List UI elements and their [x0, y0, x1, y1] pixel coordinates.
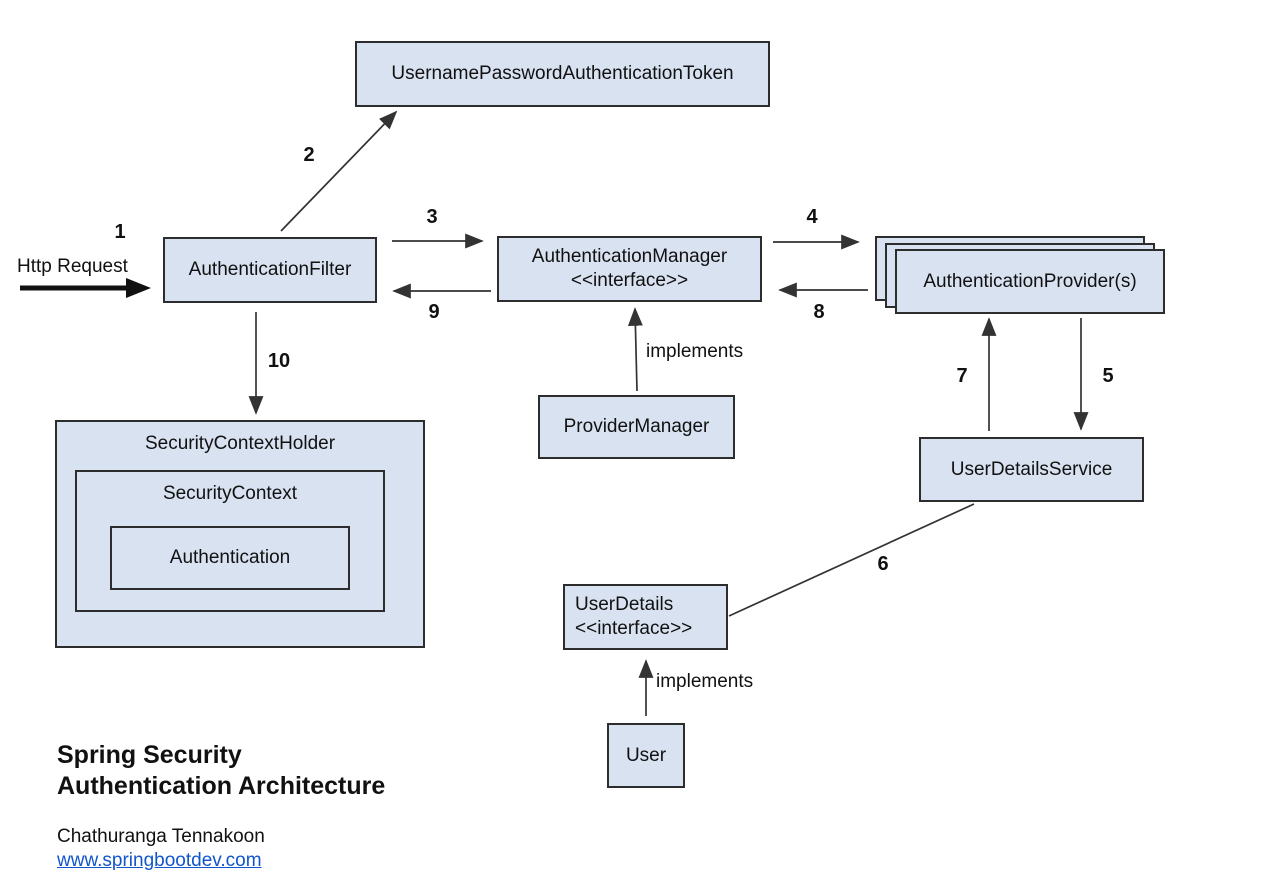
label-step-1: 1 [114, 221, 126, 243]
node-user: User [607, 723, 685, 788]
arrow-step-2 [280, 110, 398, 232]
node-label-line1: AuthenticationManager [531, 246, 728, 268]
node-label: UserDetailsService [950, 458, 1113, 480]
node-authentication-provider-front: AuthenticationProvider(s) [895, 249, 1165, 314]
node-label-line2: <<interface>> [575, 618, 693, 639]
website-link[interactable]: www.springbootdev.com [57, 850, 262, 871]
diagram-title-line1: Spring Security [57, 741, 242, 769]
node-label-line1: UserDetails [575, 594, 674, 616]
label-http-request: Http Request [17, 256, 128, 277]
node-label: User [625, 744, 667, 766]
label-step-6: 6 [877, 553, 889, 575]
label-step-8: 8 [813, 301, 825, 323]
label-step-4: 4 [806, 206, 818, 228]
label-step-3: 3 [426, 206, 438, 228]
diagram-title-line2: Authentication Architecture [57, 772, 386, 800]
node-label: SecurityContextHolder [144, 433, 336, 454]
node-provider-manager: ProviderManager [538, 395, 735, 459]
arrow-implements-provider-manager [627, 307, 643, 392]
node-user-details: UserDetails <<interface>> [563, 584, 728, 650]
label-implements-user: implements [656, 671, 754, 692]
node-label: SecurityContext [162, 483, 298, 504]
label-step-10: 10 [267, 350, 291, 372]
node-label: UsernamePasswordAuthenticationToken [391, 63, 734, 85]
label-step-5: 5 [1102, 365, 1114, 387]
node-authentication-manager: AuthenticationManager <<interface>> [497, 236, 762, 302]
node-label: Authentication [169, 547, 291, 569]
node-username-password-authentication-token: UsernamePasswordAuthenticationToken [355, 41, 770, 107]
label-implements-provider-manager: implements [646, 341, 744, 362]
node-label: AuthenticationProvider(s) [923, 270, 1137, 292]
label-step-7: 7 [956, 365, 968, 387]
node-user-details-service: UserDetailsService [919, 437, 1144, 502]
node-authentication: Authentication [110, 526, 350, 590]
node-label: AuthenticationFilter [188, 259, 352, 281]
author-name: Chathuranga Tennakoon [57, 826, 265, 847]
line-step-6 [728, 503, 975, 617]
label-step-2: 2 [303, 144, 315, 166]
diagram-title: Spring Security Authentication Architect… [57, 740, 385, 802]
node-label: ProviderManager [563, 416, 710, 438]
node-authentication-filter: AuthenticationFilter [163, 237, 377, 303]
node-label-line2: <<interface>> [570, 270, 689, 291]
label-step-9: 9 [428, 301, 440, 323]
arrow-http-request-head [126, 278, 151, 298]
